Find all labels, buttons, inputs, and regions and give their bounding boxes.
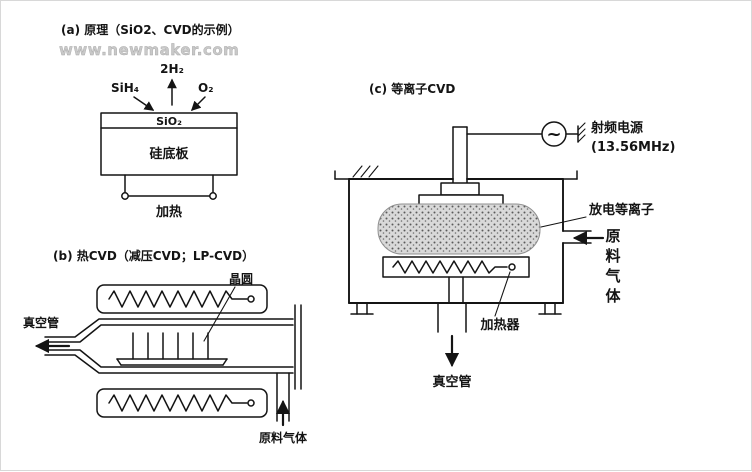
- furnace-heater-top: [96, 284, 268, 314]
- panel-c-plasma-cvd: (c) 等离子CVD ~ 射频电源 (13.56MHz): [334, 81, 675, 390]
- gas-label-b: 原料气体: [259, 430, 308, 445]
- rf-freq-label: (13.56MHz): [591, 140, 675, 155]
- heat-label: 加热: [155, 204, 182, 220]
- heater-label: 加热器: [479, 317, 520, 333]
- gas-label-c-char-1: 原: [605, 227, 620, 245]
- watermark-text: www.newmaker.com: [59, 41, 239, 59]
- rf-sine-glyph: ~: [546, 124, 561, 145]
- plasma-leader-line: [540, 216, 587, 228]
- rf-source-symbol: ~: [541, 121, 586, 147]
- gas-inlet-pipe-b: [275, 372, 291, 427]
- ground-hatch-marks: [352, 165, 379, 178]
- furnace-heater-bottom: [96, 388, 268, 418]
- wafer-boat: [116, 332, 228, 366]
- reactant-o2-label: O₂: [198, 81, 213, 95]
- furnace-tube: [44, 304, 302, 390]
- panel-a-principle: (a) 原理（SiO2、CVD的示例） www.newmaker.com 2H₂…: [59, 22, 240, 220]
- heater-terminals: [121, 174, 217, 200]
- gas-label-c-char-4: 体: [605, 287, 621, 305]
- rf-power-label: 射频电源: [590, 120, 643, 136]
- wafer-label: 晶圆: [229, 271, 253, 286]
- vacuum-exhaust-c: [437, 302, 467, 368]
- reactant-sih4-label: SiH₄: [111, 81, 139, 95]
- reactant-o2-arrow: [190, 96, 206, 112]
- vacuum-label-c: 真空管: [432, 374, 471, 390]
- substrate-label: 硅底板: [149, 146, 189, 162]
- plasma-region: [377, 203, 541, 255]
- panel-a-title: (a) 原理（SiO2、CVD的示例）: [61, 22, 240, 37]
- chamber-legs: [350, 302, 562, 315]
- plasma-chamber: [334, 165, 578, 304]
- film-layer-label: SiO₂: [156, 115, 182, 128]
- wafer-leader-line: [203, 286, 236, 342]
- product-gas-label: 2H₂: [160, 62, 184, 76]
- gas-label-c-char-3: 气: [604, 267, 620, 285]
- gas-label-c-char-2: 料: [605, 247, 620, 265]
- gas-inlet-pipe-c: [562, 230, 605, 246]
- heater-leader-line: [494, 271, 511, 317]
- rf-electrode-stem: [452, 126, 543, 188]
- electrode-collar: [440, 182, 480, 196]
- reactant-sih4-arrow: [133, 96, 155, 111]
- panel-c-title: (c) 等离子CVD: [369, 81, 455, 96]
- panel-b-thermal-cvd: (b) 热CVD（减压CVD；LP-CVD）: [23, 248, 308, 445]
- plasma-label: 放电等离子: [588, 202, 654, 218]
- panel-b-title: (b) 热CVD（减压CVD；LP-CVD）: [53, 248, 254, 263]
- susceptor-heater: [382, 256, 530, 304]
- vacuum-label-b: 真空管: [23, 315, 59, 330]
- substrate-rect: [100, 112, 238, 176]
